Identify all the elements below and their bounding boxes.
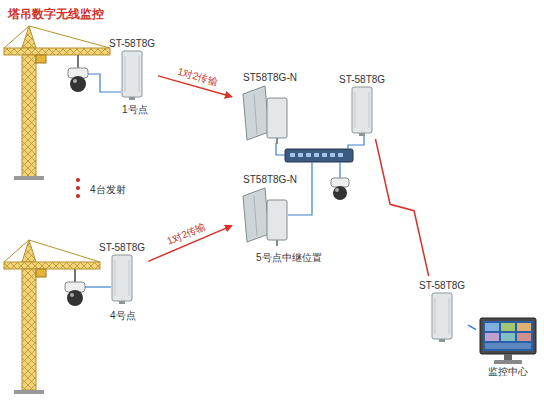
ptz-camera (74, 269, 76, 282)
point-label: 1号点 (122, 104, 148, 116)
ptz-camera (331, 178, 349, 200)
tower-crane (14, 176, 44, 180)
cable (88, 74, 121, 92)
edge-label: 1对2传输 (174, 65, 221, 89)
device-label: ST-58T8G (339, 73, 385, 86)
antenna-node: ST-58T8G (338, 72, 386, 137)
tower-crane (29, 240, 100, 262)
ptz-camera (67, 290, 83, 306)
diagram-title: 塔吊数字无线监控 (8, 6, 104, 23)
point-label: 4台发射 (90, 184, 126, 196)
device-label: 监控中心 (488, 365, 528, 378)
tower-crane (36, 55, 46, 63)
tower-crane (4, 240, 100, 394)
device-label: ST58T8G-N (243, 71, 297, 84)
antenna-node: ST58T8G-N (234, 172, 306, 247)
network-switch (285, 149, 353, 162)
tower-crane (22, 55, 36, 178)
ptz-camera (77, 55, 79, 68)
ptz-camera (70, 76, 86, 92)
cable (288, 162, 312, 215)
ptz-camera (335, 188, 339, 192)
transmission-arrow (468, 325, 476, 329)
ptz-camera (73, 79, 77, 83)
network-switch (298, 153, 303, 157)
network-switch (306, 153, 311, 157)
antenna-node: ST58T8G-N (234, 70, 306, 145)
ptz-camera (65, 269, 85, 306)
tower-crane (4, 262, 100, 269)
tower-crane (22, 240, 36, 262)
antenna-node: ST-58T8G (108, 36, 156, 101)
shape-holder (235, 186, 305, 246)
ellipsis-dots (76, 194, 80, 198)
tower-crane (4, 26, 110, 180)
panel-antenna (431, 292, 453, 342)
network-switch (322, 153, 327, 157)
network-switch (330, 153, 335, 157)
shape-holder (479, 317, 537, 365)
tower-crane (22, 269, 36, 390)
shape-holder (235, 84, 305, 144)
network-switch (338, 153, 343, 157)
tower-crane (14, 390, 44, 394)
tower-crane (29, 26, 110, 48)
panel-antenna (121, 50, 143, 100)
tower-crane (36, 269, 46, 277)
antenna-node: ST-58T8G (98, 240, 146, 305)
ptz-camera (333, 186, 347, 200)
monitor-computer (479, 317, 537, 365)
ellipsis-dots (76, 178, 80, 182)
cable (348, 136, 364, 149)
ellipsis-dots (76, 186, 80, 190)
wireless-link (375, 139, 428, 276)
cable (339, 162, 340, 178)
monitor-center: 监控中心 (478, 316, 538, 379)
shape-holder (111, 254, 133, 304)
ptz-camera (68, 55, 88, 92)
point-label: 4号点 (110, 310, 136, 322)
ptz-camera (331, 178, 349, 187)
ellipsis-dots (76, 178, 80, 198)
antenna-node: ST-58T8G (418, 278, 466, 343)
shape-holder (121, 50, 143, 100)
cable (85, 286, 111, 287)
device-label: ST58T8G-N (243, 173, 297, 186)
tower-crane (4, 48, 110, 55)
network-switch (314, 153, 319, 157)
shape-holder (351, 86, 373, 136)
device-label: ST-58T8G (419, 279, 465, 292)
cable (276, 143, 285, 155)
point-label: 5号点中继位置 (256, 252, 322, 264)
panel-antenna (111, 254, 133, 304)
device-label: ST-58T8G (99, 241, 145, 254)
shape-holder (431, 292, 453, 342)
relay-antenna (235, 84, 305, 144)
ptz-camera (70, 293, 74, 297)
panel-antenna (351, 86, 373, 136)
relay-antenna (235, 186, 305, 246)
network-switch (285, 149, 353, 162)
network-switch (290, 153, 295, 157)
tower-crane (22, 26, 36, 48)
edge-label: 1对2传输 (163, 220, 209, 249)
device-label: ST-58T8G (109, 37, 155, 50)
